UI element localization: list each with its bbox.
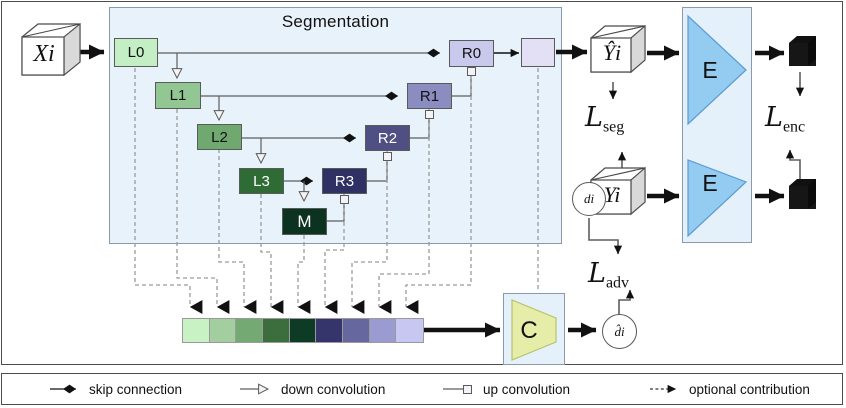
- encoder-top-label: E: [688, 57, 732, 84]
- node-l3-label: L3: [253, 172, 270, 190]
- feature-bar-cell-1: [209, 319, 237, 342]
- node-r3[interactable]: R3: [322, 168, 367, 194]
- node-l0[interactable]: L0: [114, 38, 158, 67]
- node-m[interactable]: M: [282, 208, 327, 235]
- loss-enc-subscript: enc: [782, 118, 806, 136]
- feature-bar-cell-0: [183, 319, 210, 342]
- groundtruth-cube-label: Yi: [603, 182, 621, 207]
- node-r1[interactable]: R1: [407, 83, 452, 109]
- domain-label-input: di: [572, 182, 606, 216]
- feature-bar-cell-7: [369, 319, 397, 342]
- feature-bar-cell-4: [289, 319, 317, 342]
- node-r2[interactable]: R2: [365, 125, 410, 151]
- node-l3[interactable]: L3: [239, 168, 284, 194]
- legend-item-optional-label: optional contribution: [689, 381, 810, 397]
- node-l0-label: L0: [127, 44, 145, 61]
- node-l1[interactable]: L1: [155, 82, 201, 109]
- loss-adv-subscript: adv: [605, 274, 630, 292]
- feature-bar: [182, 318, 424, 343]
- legend-item-down-label: down convolution: [281, 381, 386, 397]
- feature-bar-cell-2: [236, 319, 264, 342]
- encoder-bottom-label: E: [688, 170, 732, 197]
- up-convolution-marker-r0: [467, 67, 476, 76]
- node-l1-label: L1: [169, 87, 187, 104]
- encoder-top-label-text: E: [702, 57, 718, 83]
- domain-label-output-text: d̂i: [614, 323, 625, 339]
- node-r1-label: R1: [419, 87, 440, 105]
- feature-bar-cell-3: [263, 319, 290, 342]
- encoder-bottom-label-text: E: [702, 170, 718, 196]
- legend-item-skip: skip connection: [82, 380, 182, 398]
- legend-frame: [1, 373, 843, 405]
- node-r3-label: R3: [334, 172, 355, 190]
- legend-item-up-label: up convolution: [483, 381, 571, 397]
- loss-seg-symbol: L: [585, 102, 603, 133]
- legend-up-convolution-marker: [463, 385, 472, 394]
- node-r2-label: R2: [377, 129, 398, 147]
- legend-item-optional: optional contribution: [682, 380, 810, 398]
- encoder-panel: [682, 7, 752, 243]
- feature-bar-cell-8: [396, 319, 424, 342]
- classifier-label: C: [512, 317, 546, 345]
- feature-bar-cell-5: [316, 319, 344, 342]
- up-convolution-marker-r1: [425, 110, 434, 119]
- legend-item-down: down convolution: [274, 380, 385, 398]
- node-m-label: M: [297, 212, 312, 231]
- loss-enc-symbol: L: [765, 102, 783, 133]
- node-l2-label: L2: [211, 128, 228, 146]
- up-convolution-marker-r2: [383, 152, 392, 161]
- loss-adv-symbol: L: [588, 258, 606, 289]
- loss-seg: Lseg: [585, 102, 624, 137]
- legend-item-skip-label: skip connection: [89, 381, 183, 397]
- segmentation-panel-title: Segmentation: [281, 12, 390, 31]
- feature-bar-cell-6: [343, 319, 370, 342]
- node-r0[interactable]: R0: [449, 40, 494, 67]
- node-output[interactable]: [521, 38, 555, 67]
- node-r0-label: R0: [461, 45, 482, 62]
- up-convolution-marker-r3: [340, 195, 349, 204]
- classifier-label-text: C: [520, 317, 538, 344]
- loss-enc: Lenc: [765, 102, 805, 137]
- segmentation-panel: [109, 7, 562, 244]
- input-cube-label: Xi: [33, 41, 55, 67]
- legend-item-up: up convolution: [476, 380, 570, 398]
- loss-seg-subscript: seg: [602, 118, 625, 136]
- domain-label-input-text: di: [583, 191, 595, 206]
- domain-label-output: d̂i: [602, 314, 637, 349]
- node-l2[interactable]: L2: [197, 124, 242, 150]
- loss-adv: Ladv: [588, 258, 629, 293]
- prediction-cube-label: Ŷi: [602, 40, 622, 65]
